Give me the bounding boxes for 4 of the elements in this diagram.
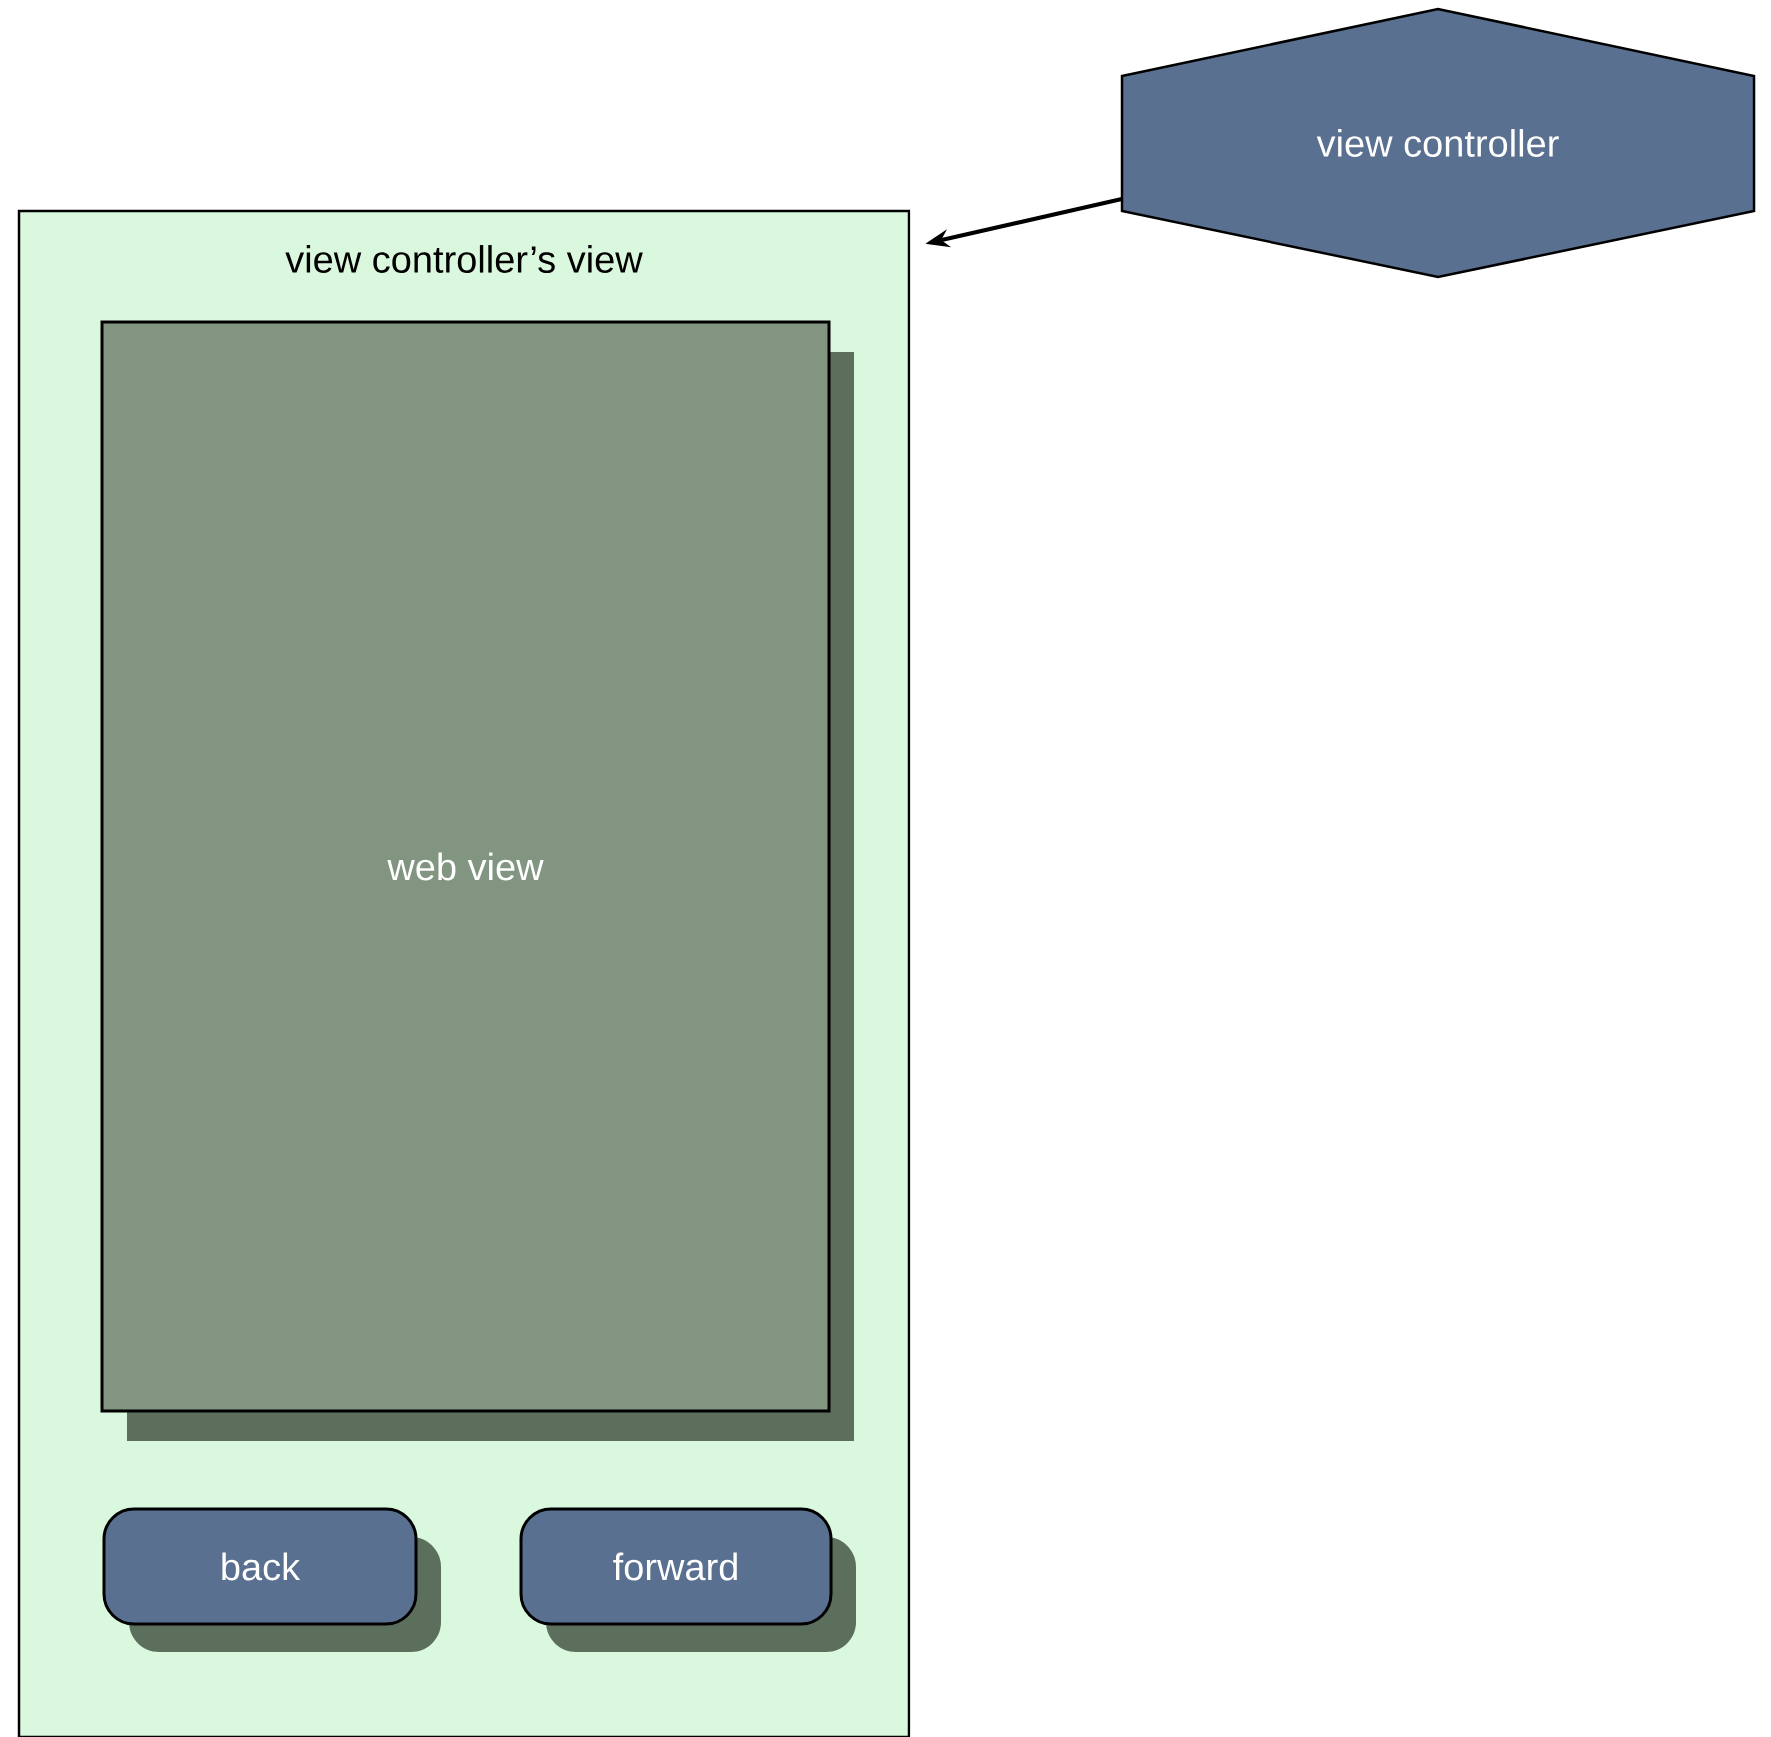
- controller-hexagon: view controller: [1120, 7, 1756, 279]
- button: back: [102, 1507, 441, 1652]
- button: forward: [519, 1507, 856, 1652]
- web-view-box: web view: [100, 320, 854, 1441]
